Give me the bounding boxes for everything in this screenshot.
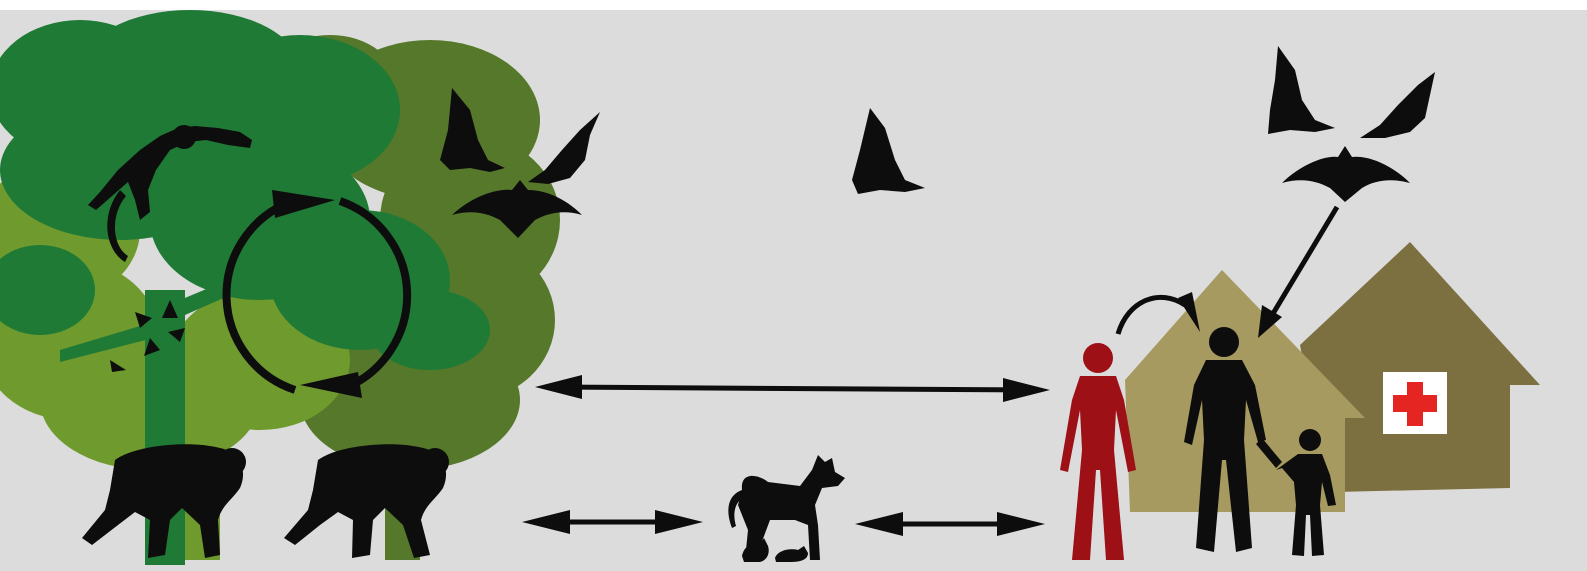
human-to-human-arrow — [1115, 292, 1200, 335]
child — [1276, 429, 1336, 556]
dog — [728, 455, 845, 560]
small-transmission-arrows — [110, 300, 185, 372]
bat-colony-forest — [440, 88, 600, 238]
rodent — [742, 538, 769, 562]
rodent — [775, 546, 808, 562]
forest-trees — [0, 10, 560, 565]
bats-to-village-arrow — [1258, 205, 1340, 338]
monkey — [88, 125, 252, 262]
sylvatic-cycle-arrow — [222, 190, 412, 398]
bat-flying-middle — [852, 108, 925, 194]
chimpanzee — [82, 444, 246, 558]
domestic-to-human-arrow — [855, 512, 1045, 536]
clinic-hut — [1300, 242, 1540, 492]
bat-colony-village — [1268, 46, 1435, 202]
adult — [1184, 327, 1282, 552]
forest-to-domestic-arrow — [522, 510, 703, 534]
index-case — [1060, 343, 1136, 560]
chimpanzee — [284, 444, 449, 558]
forest-to-human-arrow — [535, 375, 1050, 402]
